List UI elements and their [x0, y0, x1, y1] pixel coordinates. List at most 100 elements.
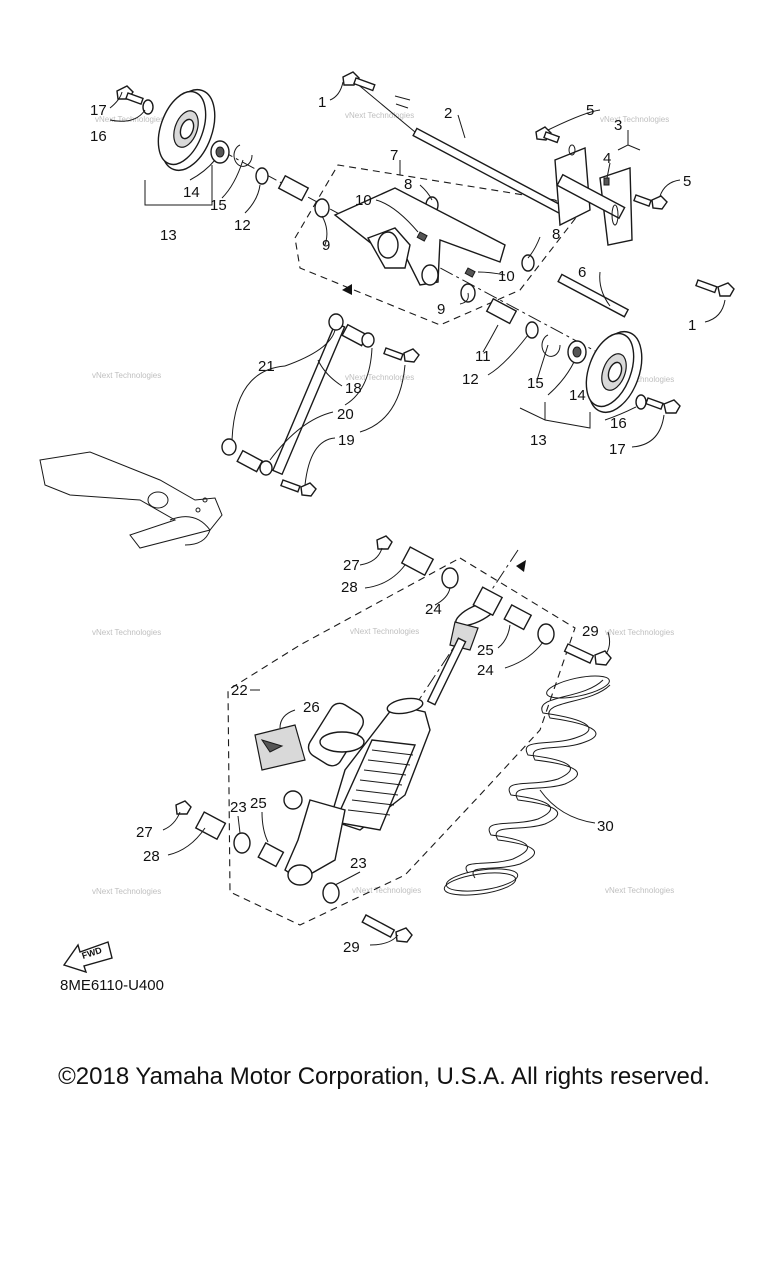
- collar-12-right: [525, 321, 539, 339]
- callout-14-left: 14: [183, 184, 200, 201]
- callout-5-upper: 5: [586, 102, 594, 119]
- callout-29-upper: 29: [582, 623, 599, 640]
- watermark: vNext Technologies: [92, 887, 161, 896]
- callout-27-lower: 27: [136, 824, 153, 841]
- callout-16-right: 16: [610, 415, 627, 432]
- callout-14-right: 14: [569, 387, 586, 404]
- callout-25-right: 25: [477, 642, 494, 659]
- reference-arrow-icon: [342, 284, 352, 295]
- callout-7: 7: [390, 147, 398, 164]
- callout-23-left: 23: [230, 799, 247, 816]
- callout-21: 21: [258, 358, 275, 375]
- circlip-15-right: [541, 334, 561, 357]
- callout-26: 26: [303, 699, 320, 716]
- assembly-boundary-upper: [294, 164, 579, 326]
- callout-17-left: 17: [90, 102, 107, 119]
- bolt-1-upper: [342, 71, 376, 92]
- spring-coil-reservoir: [333, 739, 416, 831]
- bushing-24-upper-a: [441, 567, 459, 589]
- collar-28-lower: [194, 811, 227, 841]
- reservoir-26: [254, 702, 365, 810]
- watermark: vNext Technologies: [345, 111, 414, 120]
- callout-4: 4: [603, 150, 611, 167]
- callout-12-left: 12: [234, 217, 251, 234]
- callout-16-left: 16: [90, 128, 107, 145]
- callout-8-right: 8: [552, 226, 560, 243]
- callout-23-right: 23: [350, 855, 367, 872]
- bracket-3: [554, 144, 633, 246]
- watermark: vNext Technologies: [605, 628, 674, 637]
- washer-16-left: [142, 99, 154, 115]
- callout-20: 20: [337, 406, 354, 423]
- callout-6: 6: [578, 264, 586, 281]
- bushing-8-right: [521, 254, 535, 272]
- swing-arm-7: [333, 187, 506, 286]
- bearing-14-right: [567, 340, 587, 364]
- diagram-code: 8ME6110-U400: [60, 977, 164, 994]
- washer-16-right: [635, 394, 647, 410]
- bolt-5-upper: [535, 126, 561, 144]
- reference-arrow-icon: [516, 560, 526, 572]
- callout-12-right: 12: [462, 371, 479, 388]
- copyright-notice: ©2018 Yamaha Motor Corporation, U.S.A. A…: [58, 1063, 710, 1090]
- tube-collar-right: [485, 297, 518, 325]
- collar-12-left: [255, 167, 269, 185]
- callout-24-upper: 24: [425, 601, 442, 618]
- nut-27-lower: [175, 800, 192, 815]
- callout-22: 22: [231, 682, 248, 699]
- nut-27-upper: [376, 535, 393, 550]
- watermark: vNext Technologies: [605, 375, 674, 384]
- watermarks: vNext Technologies vNext Technologies vN…: [92, 111, 674, 896]
- watermark: vNext Technologies: [345, 373, 414, 382]
- callout-29-lower: 29: [343, 939, 360, 956]
- bolt-19-lower: [280, 479, 317, 497]
- tube-collar-left: [277, 174, 310, 202]
- bolt-1-lower: [695, 279, 735, 297]
- callout-15-left: 15: [210, 197, 227, 214]
- watermark: vNext Technologies: [605, 886, 674, 895]
- callout-5-lower: 5: [683, 173, 691, 190]
- callout-8-left: 8: [404, 176, 412, 193]
- callout-30: 30: [597, 818, 614, 835]
- idler-wheel-left: [157, 88, 216, 172]
- callout-3: 3: [614, 117, 622, 134]
- watermark: vNext Technologies: [92, 628, 161, 637]
- bushing-24-upper-b: [537, 623, 555, 645]
- idler-wheel-right: [585, 330, 643, 414]
- shaft-6: [557, 273, 630, 318]
- assembly-boundary-shock: [227, 557, 576, 926]
- collar-25-lower: [257, 841, 285, 868]
- callout-11: 11: [475, 348, 491, 365]
- watermark: vNext Technologies: [352, 886, 421, 895]
- bushing-23-lower-b: [322, 882, 340, 904]
- collar-20-lower: [236, 449, 273, 476]
- parts-exploded-diagram: vNext Technologies vNext Technologies vN…: [39, 71, 735, 974]
- bushing-23-lower-a: [233, 832, 251, 854]
- callout-1-lower: 1: [688, 317, 696, 334]
- bolt-19-upper: [383, 347, 420, 363]
- callout-27-upper: 27: [343, 557, 360, 574]
- collar-25-upper: [503, 603, 533, 631]
- callout-24-lower: 24: [477, 662, 494, 679]
- leader-lines: [109, 81, 726, 946]
- bolt-29-lower: [361, 914, 413, 943]
- callout-1-upper: 1: [318, 94, 326, 111]
- fwd-arrow-icon: FWD: [62, 941, 113, 974]
- bolt-29-upper: [563, 643, 612, 666]
- circlip-15-left: [233, 144, 253, 167]
- callout-2: 2: [444, 105, 452, 122]
- bearing-14-left: [210, 140, 230, 164]
- callout-10-left: 10: [355, 192, 372, 209]
- callout-25-left: 25: [250, 795, 267, 812]
- bolt-17-right: [645, 397, 681, 414]
- callout-13-left: 13: [160, 227, 177, 244]
- callout-13-right: 13: [530, 432, 547, 449]
- collar-28-upper: [400, 546, 435, 577]
- callout-17-right: 17: [609, 441, 626, 458]
- callout-9-left: 9: [322, 237, 330, 254]
- frame-reference: [39, 451, 223, 549]
- watermark: vNext Technologies: [600, 115, 669, 124]
- watermark: vNext Technologies: [350, 627, 419, 636]
- bolt-5-lower: [633, 194, 668, 210]
- callout-10-right: 10: [498, 268, 515, 285]
